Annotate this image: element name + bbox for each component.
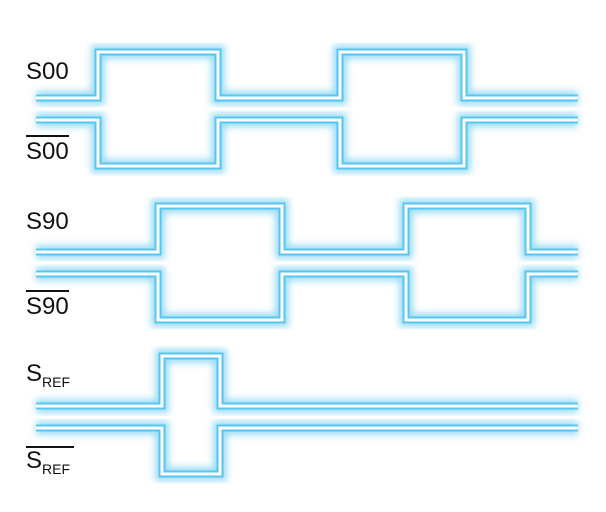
label-s90: S90: [26, 208, 69, 235]
label-sref: SREF: [26, 360, 71, 390]
waveform-s00: [36, 45, 578, 105]
waveform-sref: [36, 349, 578, 413]
waveform-s90: [36, 199, 578, 259]
label-s00-bar: S00: [26, 135, 69, 165]
label-s90-bar: S90: [26, 290, 69, 320]
waveform-s90b: [36, 267, 578, 327]
label-sref-bar: SREF: [26, 446, 74, 476]
waveform-srefb: [36, 421, 578, 481]
label-s00: S00: [26, 58, 69, 85]
waveform-s00b: [36, 113, 578, 173]
